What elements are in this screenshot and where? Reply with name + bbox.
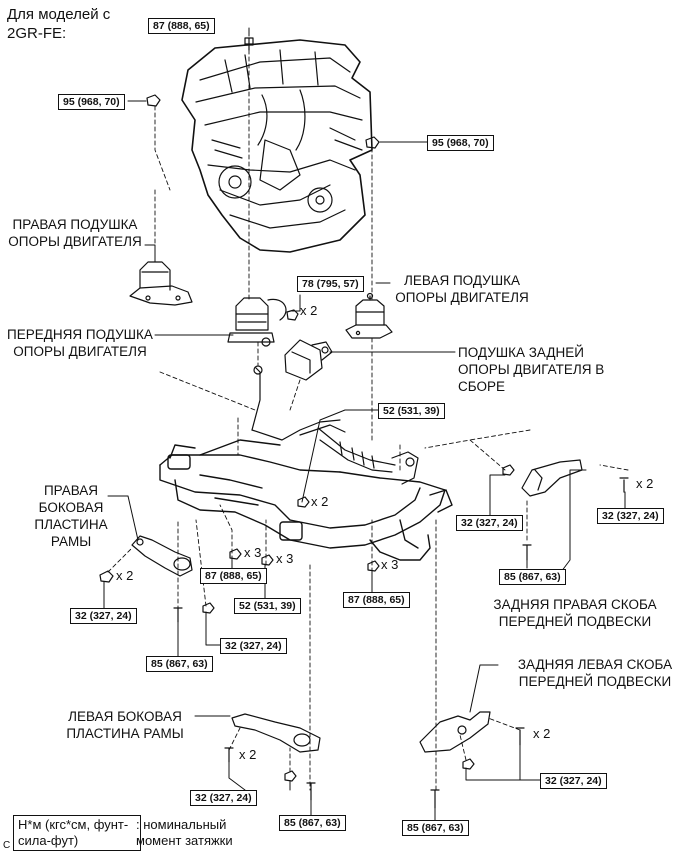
header-line-2: 2GR-FE: <box>7 25 67 42</box>
rear-right-bracket-bolts <box>502 464 629 561</box>
torque-callout-right-bracket-nut: 32 (327, 24) <box>456 515 523 531</box>
torque-callout-rack: 52 (531, 39) <box>378 403 445 419</box>
qty-rack-bolt: x 2 <box>311 494 329 509</box>
front-engine-mount <box>227 297 287 347</box>
label-left-side-plate: ЛЕВАЯ БОКОВАЯ ПЛАСТИНА РАМЫ <box>66 709 184 741</box>
torque-callout-engine-top: 87 (888, 65) <box>148 18 215 34</box>
rear-left-bracket <box>419 711 491 753</box>
qty-left-bracket-bolt: x 2 <box>533 726 551 741</box>
rear-right-bracket <box>521 459 583 497</box>
engine-illustration <box>181 39 373 253</box>
qty-subframe-rear: x 3 <box>381 557 399 572</box>
right-side-plate <box>131 535 193 577</box>
label-rear-right-bracket: ЗАДНЯЯ ПРАВАЯ СКОБА ПЕРЕДНЕЙ ПОДВЕСКИ <box>493 597 657 629</box>
qty-right-plate-nut: x 2 <box>116 568 134 583</box>
subframe-bolts <box>173 496 380 623</box>
torque-callout-right-plate-nut: 32 (327, 24) <box>70 608 137 624</box>
torque-callout-rear-mount-bolt: 78 (795, 57) <box>297 276 364 292</box>
legend-description: : номинальный момент затяжки <box>136 817 233 848</box>
engine-left-nut <box>146 94 161 107</box>
torque-callout-left-plate-bolt: 85 (867, 63) <box>279 815 346 831</box>
qty-right-bracket-bolt: x 2 <box>636 476 654 491</box>
torque-callout-subframe-front: 87 (888, 65) <box>200 568 267 584</box>
left-side-plate-bolts <box>224 747 316 801</box>
torque-callout-right-bracket-lower: 85 (867, 63) <box>499 569 566 585</box>
front-suspension-subframe <box>159 439 453 561</box>
torque-callout-right-plate-bolt: 32 (327, 24) <box>220 638 287 654</box>
qty-subframe-mid: x 3 <box>276 551 294 566</box>
torque-callout-left-plate-nut: 32 (327, 24) <box>190 790 257 806</box>
header-line-1: Для моделей с <box>7 6 111 23</box>
left-engine-mount <box>345 292 393 339</box>
label-front-engine-mount: ПЕРЕДНЯЯ ПОДУШКА ОПОРЫ ДВИГАТЕЛЯ <box>7 327 153 359</box>
label-right-engine-mount: ПРАВАЯ ПОДУШКА ОПОРЫ ДВИГАТЕЛЯ <box>8 217 142 249</box>
torque-callout-subframe-mid: 52 (531, 39) <box>234 598 301 614</box>
torque-callout-engine-left: 95 (968, 70) <box>58 94 125 110</box>
leader-lines <box>103 27 626 821</box>
rear-mount-bolt <box>286 309 299 321</box>
steering-rack <box>251 365 419 485</box>
engine-right-nut <box>365 136 380 149</box>
label-rear-engine-mount: ПОДУШКА ЗАДНЕЙ ОПОРЫ ДВИГАТЕЛЯ В СБОРЕ <box>458 345 605 394</box>
torque-callout-left-bracket-lower: 85 (867, 63) <box>402 820 469 836</box>
figure-code: C <box>3 840 11 851</box>
engine-top-nut <box>244 37 254 51</box>
torque-callout-engine-right: 95 (968, 70) <box>427 135 494 151</box>
rear-left-bracket-bolts <box>430 727 525 809</box>
legend-unit-box: Н*м (кгс*см, фунт- сила-фут) <box>13 815 141 851</box>
qty-subframe-front: x 3 <box>244 545 262 560</box>
label-right-side-plate: ПРАВАЯ БОКОВАЯ ПЛАСТИНА РАМЫ <box>34 483 108 549</box>
right-side-plate-bolt <box>99 570 114 583</box>
qty-left-plate-bolt: x 2 <box>239 747 257 762</box>
torque-callout-right-bracket-bolt: 32 (327, 24) <box>597 508 664 524</box>
label-rear-left-bracket: ЗАДНЯЯ ЛЕВАЯ СКОБА ПЕРЕДНЕЙ ПОДВЕСКИ <box>517 657 673 689</box>
torque-callout-subframe-rear: 87 (888, 65) <box>343 592 410 608</box>
torque-callout-left-bracket: 32 (327, 24) <box>540 773 607 789</box>
right-engine-mount <box>129 261 193 306</box>
label-left-engine-mount: ЛЕВАЯ ПОДУШКА ОПОРЫ ДВИГАТЕЛЯ <box>395 273 529 305</box>
torque-callout-right-plate-lower: 85 (867, 63) <box>146 656 213 672</box>
rear-engine-mount <box>284 339 333 381</box>
diagram-header: Для моделей с 2GR-FE: <box>7 5 110 43</box>
qty-rear-mount-bolt: x 2 <box>300 303 318 318</box>
